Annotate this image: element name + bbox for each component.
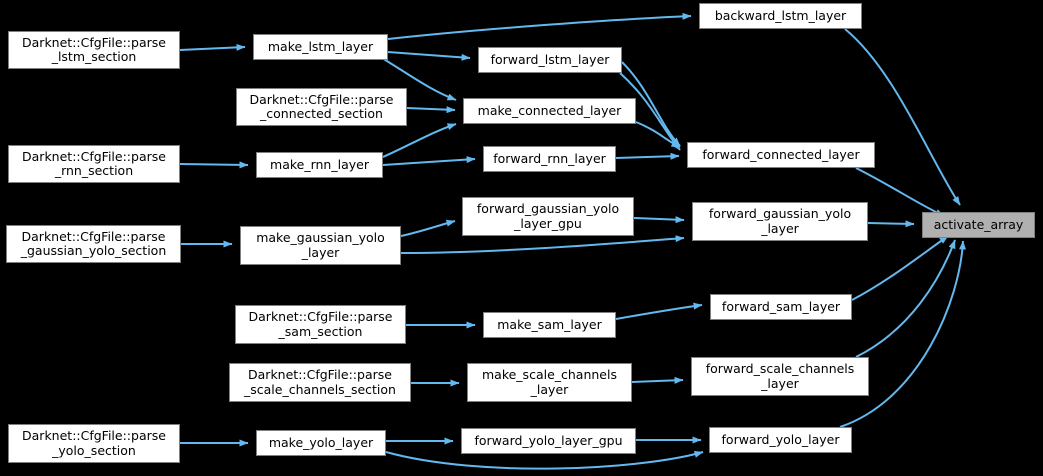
edge-make_connected_layer-to-forward_connected_layer <box>635 121 681 148</box>
graph-node-make_connected_layer[interactable]: make_connected_layer <box>463 98 636 124</box>
graph-node-forward_gaussian_yolo_layer[interactable]: forward_gaussian_yolo _layer <box>692 202 868 241</box>
edge-forward_lstm_layer-to-forward_connected_layer <box>621 61 681 147</box>
graph-node-parse_yolo_section[interactable]: Darknet::CfgFile::parse _yolo_section <box>8 424 180 463</box>
edge-make_scale_channels_layer-to-forward_scale_channels_layer <box>631 376 684 384</box>
graph-node-activate_array[interactable]: activate_array <box>922 212 1035 238</box>
graph-node-parse_connected_section[interactable]: Darknet::CfgFile::parse _connected_secti… <box>236 88 407 126</box>
graph-node-parse_scale_channels_section[interactable]: Darknet::CfgFile::parse _scale_channels_… <box>229 363 411 402</box>
graph-node-parse_sam_section[interactable]: Darknet::CfgFile::parse _sam_section <box>235 305 406 344</box>
graph-node-make_yolo_layer[interactable]: make_yolo_layer <box>256 430 386 456</box>
graph-node-make_lstm_layer[interactable]: make_lstm_layer <box>253 34 388 60</box>
graph-node-parse_rnn_section[interactable]: Darknet::CfgFile::parse _rnn_section <box>8 145 180 183</box>
edge-make_rnn_layer-to-make_connected_layer <box>382 123 457 158</box>
edge-make_lstm_layer-to-backward_lstm_layer <box>387 12 692 40</box>
graph-node-forward_yolo_layer_gpu[interactable]: forward_yolo_layer_gpu <box>461 428 636 454</box>
edge-make_lstm_layer-to-make_connected_layer <box>381 57 457 101</box>
edge-make_rnn_layer-to-forward_rnn_layer <box>382 156 476 166</box>
edge-parse_connected_section-to-make_connected_layer <box>406 106 456 114</box>
graph-node-forward_sam_layer[interactable]: forward_sam_layer <box>710 294 852 320</box>
edge-make_sam_layer-to-forward_sam_layer <box>615 302 703 320</box>
edge-make_gaussian_yolo_layer-to-forward_gaussian_yolo_layer <box>400 235 685 254</box>
edge-forward_gaussian_yolo_layer-to-activate_array <box>867 220 915 228</box>
graph-node-forward_scale_channels_layer[interactable]: forward_scale_channels _layer <box>691 357 869 396</box>
graph-node-forward_gaussian_yolo_layer_gpu[interactable]: forward_gaussian_yolo _layer_gpu <box>462 197 634 236</box>
edge-forward_scale_channels_layer-to-activate_array <box>855 239 956 358</box>
graph-node-forward_lstm_layer[interactable]: forward_lstm_layer <box>478 47 622 73</box>
edge-make_yolo_layer-to-forward_yolo_layer <box>385 450 704 470</box>
graph-node-make_sam_layer[interactable]: make_sam_layer <box>483 312 616 338</box>
graph-node-backward_lstm_layer[interactable]: backward_lstm_layer <box>699 3 862 29</box>
graph-node-parse_lstm_section[interactable]: Darknet::CfgFile::parse _lstm_section <box>8 31 180 69</box>
graph-node-make_rnn_layer[interactable]: make_rnn_layer <box>256 152 383 178</box>
edge-parse_rnn_section-to-make_rnn_layer <box>179 161 249 169</box>
edge-forward_gaussian_yolo_layer_gpu-to-forward_gaussian_yolo_layer <box>633 216 685 224</box>
edge-make_gaussian_yolo_layer-to-forward_gaussian_yolo_layer_gpu <box>400 219 456 237</box>
edge-forward_sam_layer-to-activate_array <box>851 235 949 301</box>
edge-parse_lstm_section-to-make_lstm_layer <box>179 43 246 51</box>
edge-forward_yolo_layer-to-activate_array <box>839 240 967 428</box>
edge-forward_rnn_layer-to-forward_connected_layer <box>615 152 680 160</box>
graph-node-make_gaussian_yolo_layer[interactable]: make_gaussian_yolo _layer <box>240 226 401 265</box>
edge-make_lstm_layer-to-forward_lstm_layer <box>387 51 471 61</box>
graph-node-forward_yolo_layer[interactable]: forward_yolo_layer <box>709 427 852 453</box>
graph-node-make_scale_channels_layer[interactable]: make_scale_channels _layer <box>467 363 632 402</box>
graph-node-forward_rnn_layer[interactable]: forward_rnn_layer <box>483 146 616 172</box>
graph-node-parse_gaussian_yolo_section[interactable]: Darknet::CfgFile::parse _gaussian_yolo_s… <box>6 225 181 263</box>
edge-forward_connected_layer-to-activate_array <box>855 167 945 217</box>
graph-node-forward_connected_layer[interactable]: forward_connected_layer <box>687 142 875 168</box>
edge-backward_lstm_layer-to-activate_array <box>844 28 961 206</box>
